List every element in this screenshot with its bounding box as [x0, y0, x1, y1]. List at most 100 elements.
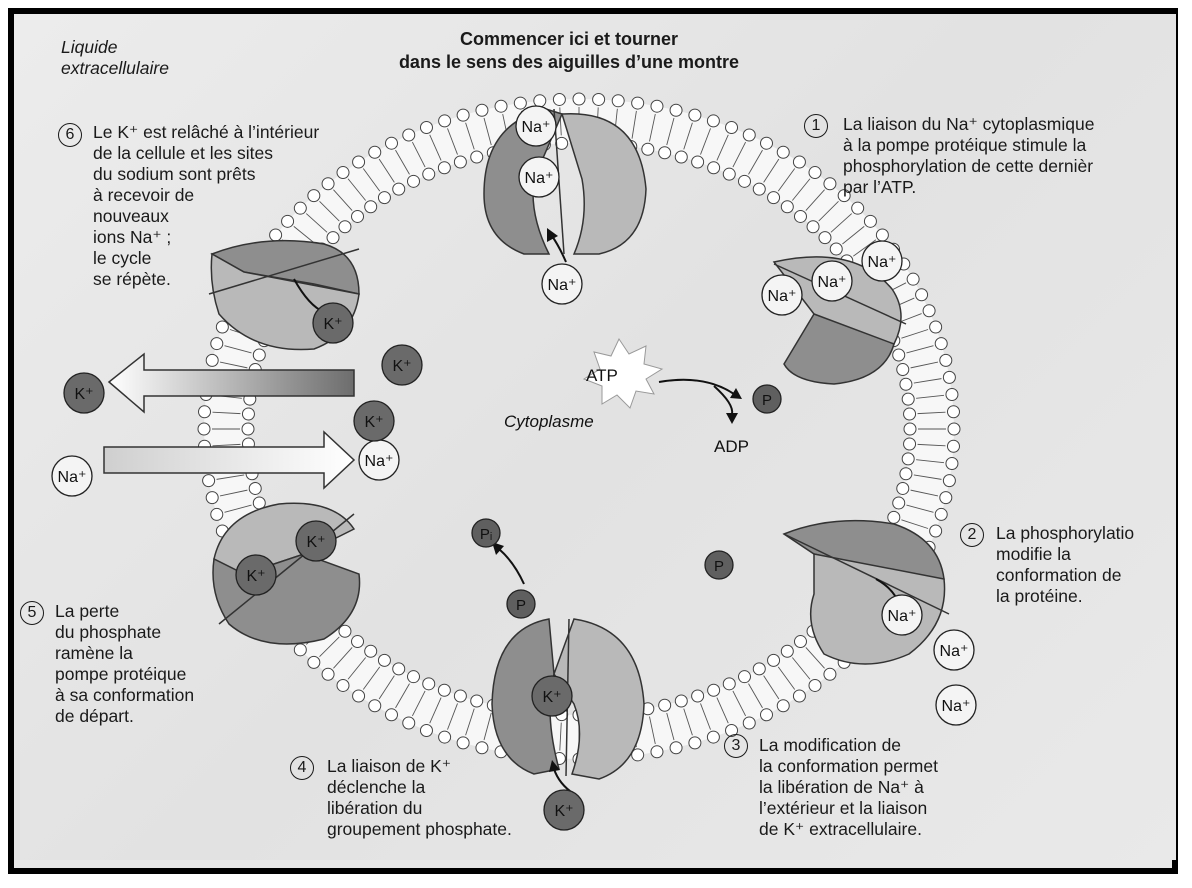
lipid-head-outer — [369, 700, 381, 712]
ion-label: Na⁺ — [868, 254, 897, 271]
phosphate-group: P — [507, 590, 535, 618]
lipid-head-inner — [242, 423, 254, 435]
ion-label: P — [762, 392, 772, 409]
lipid-head-outer — [824, 668, 836, 680]
ion-label: Na⁺ — [365, 453, 394, 470]
ion-label: Pᵢ — [480, 526, 492, 543]
lipid-head-outer — [923, 305, 935, 317]
lipid-head-inner — [253, 349, 265, 361]
lipid-head-outer — [439, 731, 451, 743]
inorganic-phosphate: Pᵢ — [472, 519, 500, 547]
lipid-head-outer — [534, 95, 546, 107]
lipid-head-outer — [940, 354, 952, 366]
lipid-head-inner — [339, 221, 351, 233]
lipid-head-outer — [943, 475, 955, 487]
ion-label: K⁺ — [323, 316, 342, 333]
lipid-head-inner — [423, 168, 435, 180]
lipid-head-outer — [809, 679, 821, 691]
ion-label: K⁺ — [542, 689, 561, 706]
lipid-head-inner — [708, 162, 720, 174]
ion-label: Na⁺ — [940, 643, 969, 660]
lipid-head-inner — [454, 156, 466, 168]
diagram-canvas: ATP ADP Cytoplasme Na⁺Na⁺Na⁺Na⁺Na⁺Na⁺Na⁺… — [14, 14, 1176, 860]
pump-left-bottom — [213, 503, 360, 644]
step-1-number: 1 — [804, 114, 828, 138]
sodium-ion: Na⁺ — [52, 456, 92, 496]
lipid-head-inner — [659, 699, 671, 711]
lipid-head-outer — [916, 289, 928, 301]
lipid-head-inner — [739, 175, 751, 187]
lipid-head-outer — [940, 492, 952, 504]
lipid-head-inner — [900, 378, 912, 390]
lipid-head-inner — [352, 636, 364, 648]
ion-label: K⁺ — [364, 414, 383, 431]
ion-label: K⁺ — [74, 386, 93, 403]
step-3-number: 3 — [724, 734, 748, 758]
lipid-head-inner — [393, 663, 405, 675]
step-5-text: La perte du phosphate ramène la pompe pr… — [55, 601, 194, 727]
ion-label: Na⁺ — [818, 274, 847, 291]
lipid-head-outer — [308, 656, 320, 668]
lipid-head-inner — [781, 645, 793, 657]
lipid-head-outer — [211, 508, 223, 520]
lipid-head-inner — [888, 511, 900, 523]
lipid-head-outer — [670, 742, 682, 754]
step-4-number: 4 — [290, 756, 314, 780]
lipid-head-inner — [378, 192, 390, 204]
potassium-ion: K⁺ — [544, 790, 584, 830]
lipid-head-outer — [420, 724, 432, 736]
lipid-head-inner — [893, 497, 905, 509]
lipid-head-outer — [203, 475, 215, 487]
lipid-head-outer — [907, 273, 919, 285]
lipid-head-inner — [893, 349, 905, 361]
lipid-head-inner — [807, 221, 819, 233]
lipid-head-inner — [471, 151, 483, 163]
lipid-head-inner — [556, 137, 568, 149]
lipid-head-outer — [337, 167, 349, 179]
lipid-head-outer — [294, 644, 306, 656]
phosphate-group: P — [753, 385, 781, 413]
title-line-2: dans le sens des aiguilles d’une montre — [344, 51, 794, 73]
lipid-head-outer — [947, 440, 959, 452]
lipid-head-outer — [573, 93, 585, 105]
lipid-head-outer — [930, 321, 942, 333]
step-3-text: La modification de la conformation perme… — [759, 735, 938, 840]
lipid-head-inner — [378, 654, 390, 666]
ion-label: K⁺ — [246, 568, 265, 585]
lipid-head-inner — [408, 671, 420, 683]
extracellular-label: Liquide extracellulaire — [61, 37, 169, 79]
step-6-text: Le K⁺ est relâché à l’intérieur de la ce… — [93, 122, 319, 290]
ion-label: Na⁺ — [888, 608, 917, 625]
lipid-head-inner — [904, 408, 916, 420]
lipid-head-outer — [946, 389, 958, 401]
step-1-text: La liaison du Na⁺ cytoplasmique à la pom… — [843, 114, 1094, 198]
lipid-head-outer — [761, 709, 773, 721]
lipid-head-outer — [439, 115, 451, 127]
lipid-head-outer — [476, 742, 488, 754]
lipid-head-inner — [902, 453, 914, 465]
lipid-head-inner — [904, 423, 916, 435]
lipid-head-outer — [403, 129, 415, 141]
lipid-head-outer — [369, 146, 381, 158]
lipid-head-outer — [322, 668, 334, 680]
sodium-ion: Na⁺ — [762, 275, 802, 315]
lipid-head-inner — [781, 201, 793, 213]
sodium-ion: Na⁺ — [542, 264, 582, 304]
lipid-head-outer — [743, 717, 755, 729]
lipid-head-outer — [198, 423, 210, 435]
lipid-head-outer — [793, 690, 805, 702]
lipid-head-outer — [948, 423, 960, 435]
lipid-head-outer — [726, 122, 738, 134]
lipid-head-outer — [809, 167, 821, 179]
lipid-head-outer — [707, 731, 719, 743]
lipid-head-inner — [642, 143, 654, 155]
lipid-head-outer — [211, 338, 223, 350]
ion-label: K⁺ — [306, 534, 325, 551]
lipid-head-outer — [593, 93, 605, 105]
lipid-head-outer — [761, 137, 773, 149]
ion-label: Na⁺ — [548, 277, 577, 294]
lipid-head-outer — [935, 508, 947, 520]
lipid-head-outer — [876, 229, 888, 241]
potassium-ion: K⁺ — [64, 373, 104, 413]
sodium-ion: Na⁺ — [519, 157, 559, 197]
